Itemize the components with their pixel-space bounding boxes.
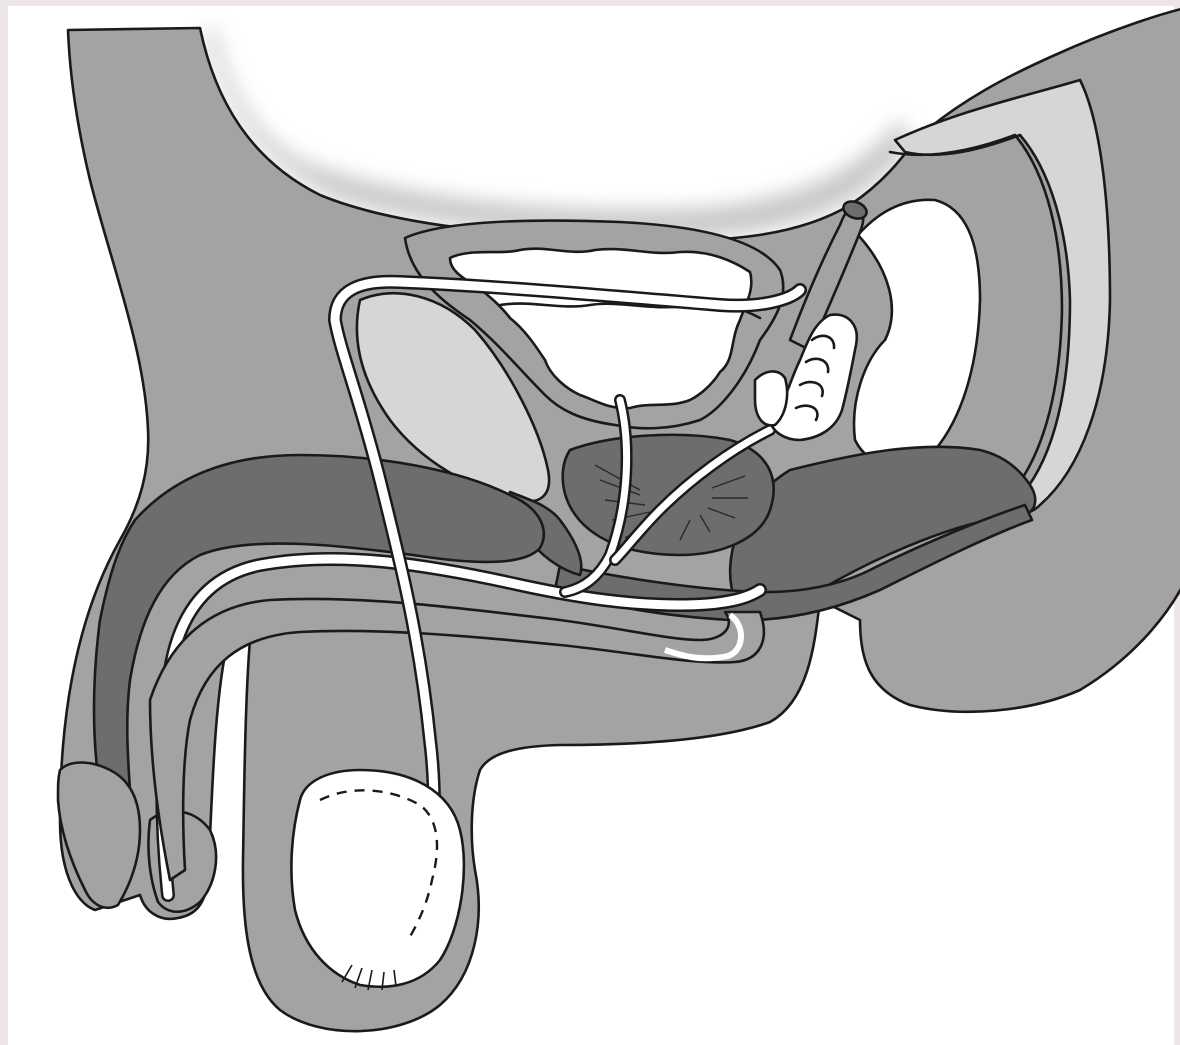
testis [291,770,464,987]
ampulla [755,371,787,425]
